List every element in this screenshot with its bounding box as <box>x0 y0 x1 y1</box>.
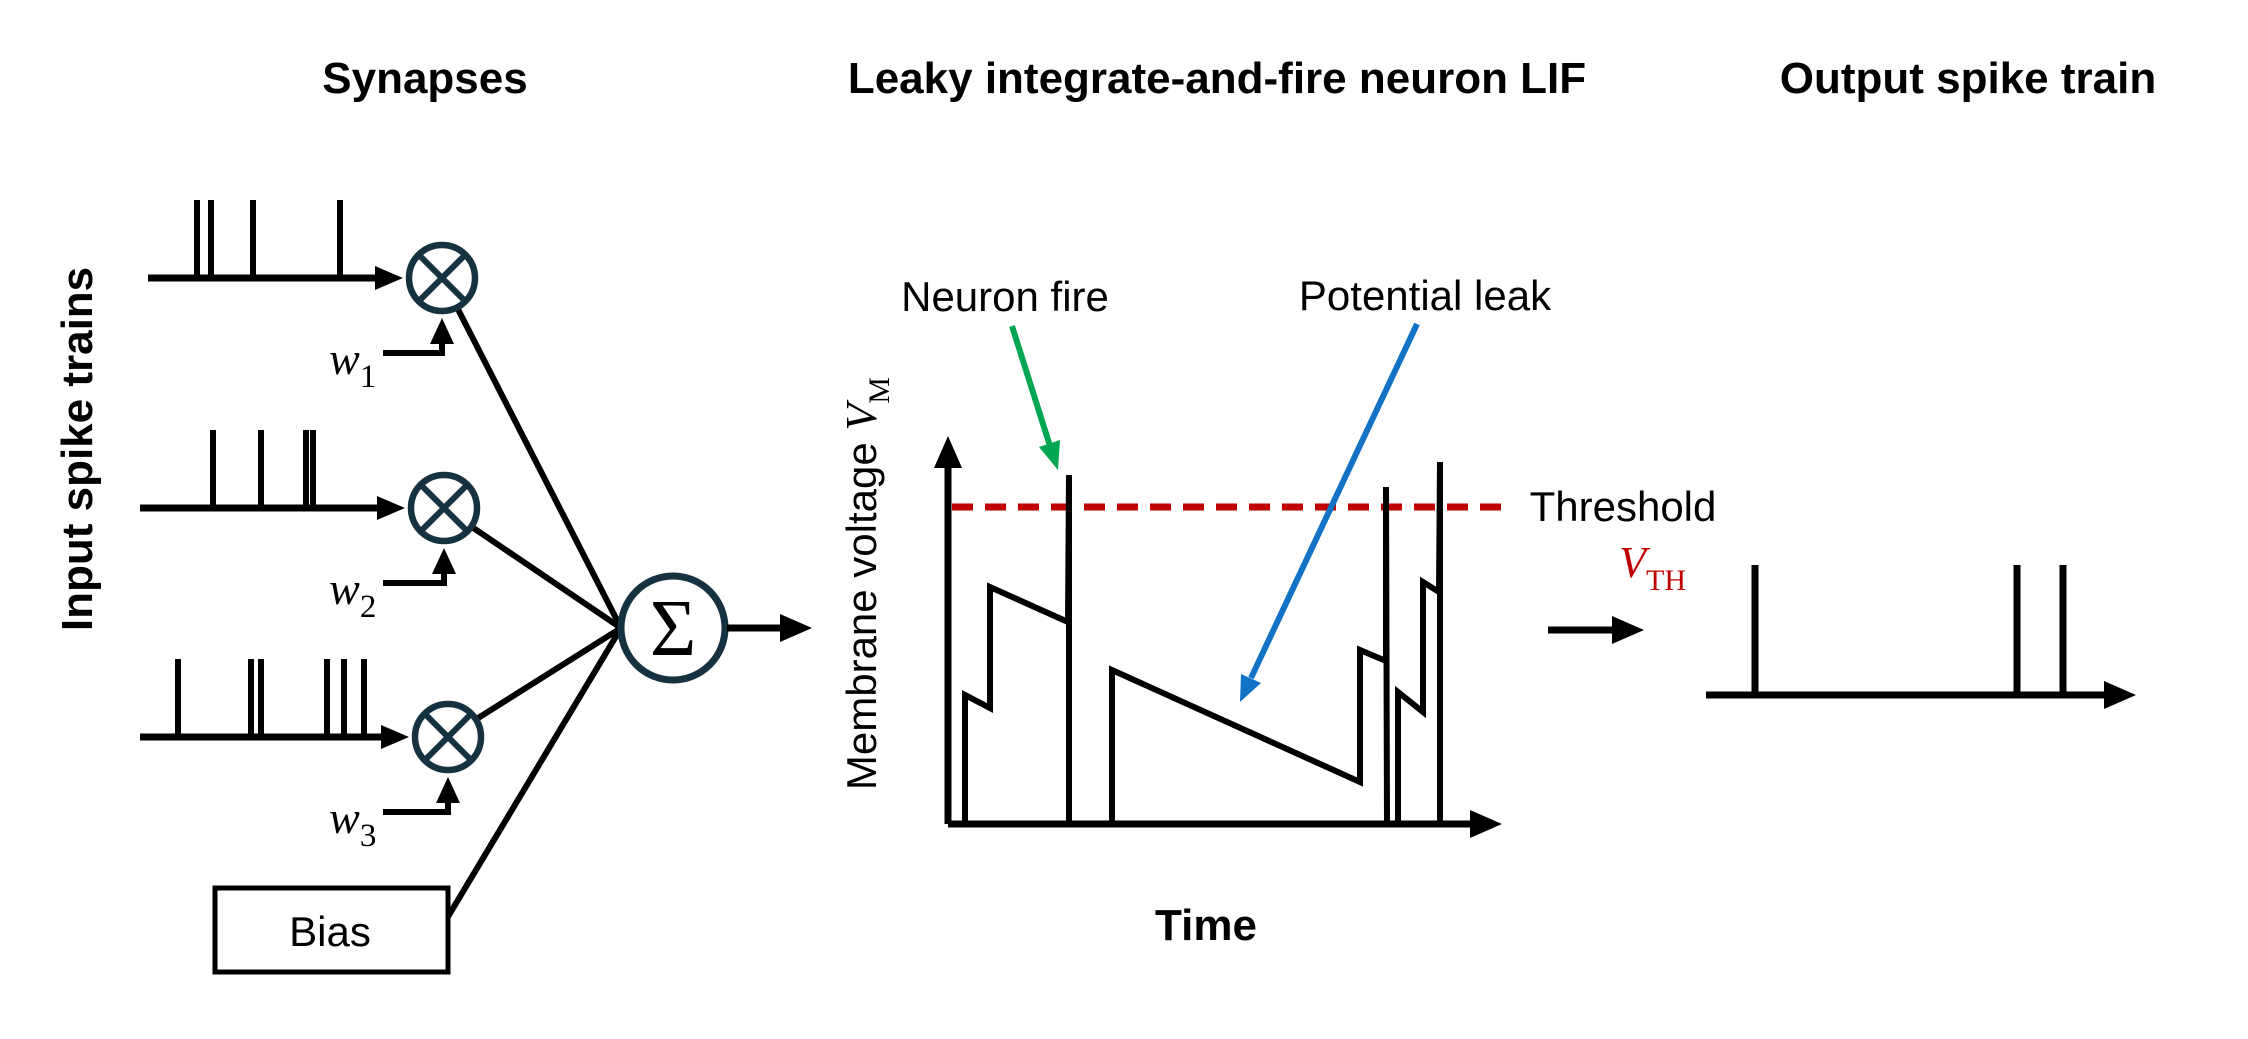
multiplier-x-icon <box>416 252 468 304</box>
neuron-fire-arrow-line <box>1009 325 1053 447</box>
header-synapses: Synapses <box>322 54 527 103</box>
multiplier-x-icon <box>418 482 470 534</box>
output-spikes <box>1751 565 2067 692</box>
bias-rect <box>212 885 451 975</box>
input-spike-train-1 <box>148 200 479 356</box>
train-arrowhead-icon <box>377 496 405 520</box>
summation-node: Σ <box>617 572 812 684</box>
input-spike-trains-label: Input spike trains <box>53 267 102 631</box>
weight-labels: w1 w2 w3 <box>298 333 399 854</box>
train-arrowhead-icon <box>375 266 403 290</box>
lif-plot: Membrane voltage VM Time Neuron fire Pot… <box>837 272 1716 950</box>
threshold-vth-label: VTH <box>1588 538 1708 597</box>
header-lif: Leaky integrate-and-fire neuron LIF <box>848 54 1586 103</box>
sum-circle-icon <box>617 572 729 684</box>
output-arrowhead-icon <box>2104 681 2136 709</box>
potential-leak-arrow-line <box>1248 322 1420 680</box>
input-spike-trains <box>140 200 485 815</box>
mid-arrowhead-icon <box>1612 616 1644 644</box>
input-spike-train-3 <box>140 659 485 815</box>
weight-label-w1: w1 <box>298 333 399 395</box>
train-arrowhead-icon <box>381 725 409 749</box>
summation-connector-lines <box>439 276 624 922</box>
header-output-spike-train: Output spike train <box>1780 54 2156 103</box>
y-axis-label: Membrane voltage VM <box>837 355 896 821</box>
sigma-icon: Σ <box>650 585 697 673</box>
weight-label-w3: w3 <box>298 792 399 854</box>
weight-arrowhead-icon <box>430 318 454 344</box>
sum-output-arrowhead-icon <box>780 614 812 642</box>
potential-leak-arrowhead-icon <box>1240 674 1261 702</box>
bias-to-sum-line <box>443 626 624 922</box>
neuron-fire-arrowhead-icon <box>1039 440 1060 470</box>
bias-label: Bias <box>289 908 371 955</box>
to-sum-line <box>439 276 624 630</box>
neuron-fire-label: Neuron fire <box>901 273 1109 320</box>
headers: Synapses Leaky integrate-and-fire neuron… <box>322 54 2156 103</box>
x-axis-label-time: Time <box>1155 901 1257 950</box>
x-axis-arrowhead-icon <box>1470 810 1502 838</box>
weight-label-w2: w2 <box>298 563 399 625</box>
weight-arrowhead-icon <box>432 548 456 574</box>
membrane-voltage-waveform <box>962 461 1470 827</box>
potential-leak-label: Potential leak <box>1299 272 1552 319</box>
weight-arrowhead-icon <box>436 777 460 803</box>
output-spike-train <box>1706 565 2136 709</box>
threshold-label: Threshold <box>1530 483 1717 530</box>
input-spike-train-2 <box>140 430 481 586</box>
y-axis-arrowhead-icon <box>934 436 962 468</box>
plot-to-output-arrow <box>1548 616 1644 644</box>
bias-box: Bias <box>212 885 451 975</box>
multiplier-x-icon <box>422 711 474 763</box>
